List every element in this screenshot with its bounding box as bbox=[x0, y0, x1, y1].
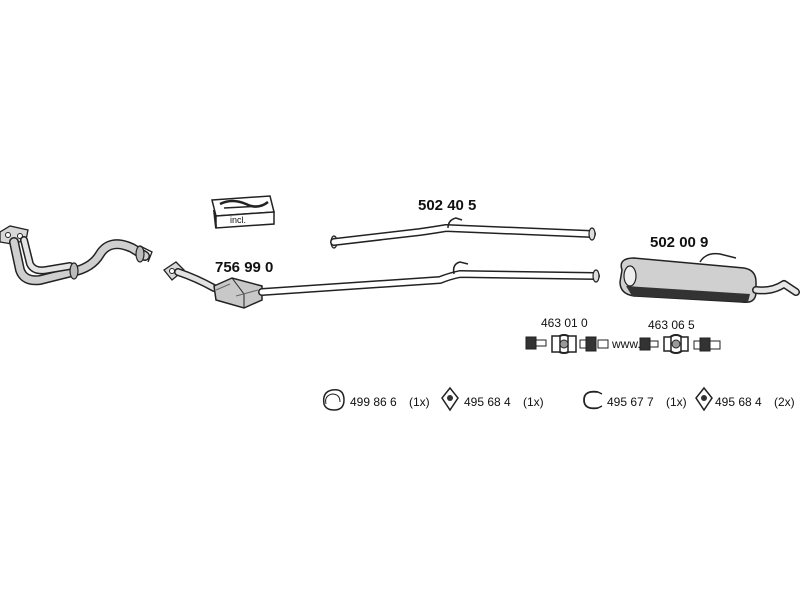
bolt-icon bbox=[525, 336, 547, 350]
rear-silencer bbox=[619, 252, 800, 304]
pipe-clamp-icon bbox=[663, 334, 689, 354]
accessory-1: 499 86 6 (1x) bbox=[322, 388, 430, 411]
accessory-qty: (1x) bbox=[523, 395, 544, 409]
spring-icon: www. bbox=[611, 337, 641, 351]
accessory-number: 495 68 4 bbox=[715, 395, 762, 409]
bolt-icon bbox=[639, 337, 659, 351]
accessory-qty: (1x) bbox=[409, 395, 430, 409]
clamp-set-1 bbox=[525, 334, 609, 354]
accessory-qty: (1x) bbox=[666, 395, 687, 409]
accessory-qty: (2x) bbox=[774, 395, 795, 409]
rubber-hanger-icon bbox=[441, 386, 459, 412]
nut-icon bbox=[693, 337, 721, 352]
label-clamp-set-2: 463 06 5 bbox=[648, 318, 695, 332]
label-middle-pipe: 502 40 5 bbox=[418, 197, 476, 214]
accessory-number: 499 86 6 bbox=[350, 395, 397, 409]
accessory-3: 495 67 7 (1x) bbox=[583, 390, 687, 410]
gasket-ring-icon bbox=[322, 388, 345, 411]
accessory-number: 495 68 4 bbox=[464, 395, 511, 409]
incl-label: incl. bbox=[230, 215, 246, 225]
catalytic-converter bbox=[163, 261, 600, 309]
nut-icon bbox=[579, 336, 609, 352]
accessory-4: 495 68 4 (2x) bbox=[695, 386, 795, 412]
middle-pipe bbox=[330, 217, 596, 249]
label-clamp-set-1: 463 01 0 bbox=[541, 316, 588, 330]
rubber-hanger-icon bbox=[695, 386, 713, 412]
pipe-clamp-icon bbox=[551, 334, 577, 354]
front-downpipe bbox=[0, 225, 153, 286]
clamp-icon bbox=[583, 390, 603, 410]
accessory-2: 495 68 4 (1x) bbox=[441, 386, 544, 412]
included-kit-box: incl. bbox=[211, 195, 275, 229]
label-rear-silencer: 502 00 9 bbox=[650, 234, 708, 251]
clamp-set-2 bbox=[639, 334, 721, 354]
label-catalytic-converter: 756 99 0 bbox=[215, 259, 273, 276]
accessory-number: 495 67 7 bbox=[607, 395, 654, 409]
